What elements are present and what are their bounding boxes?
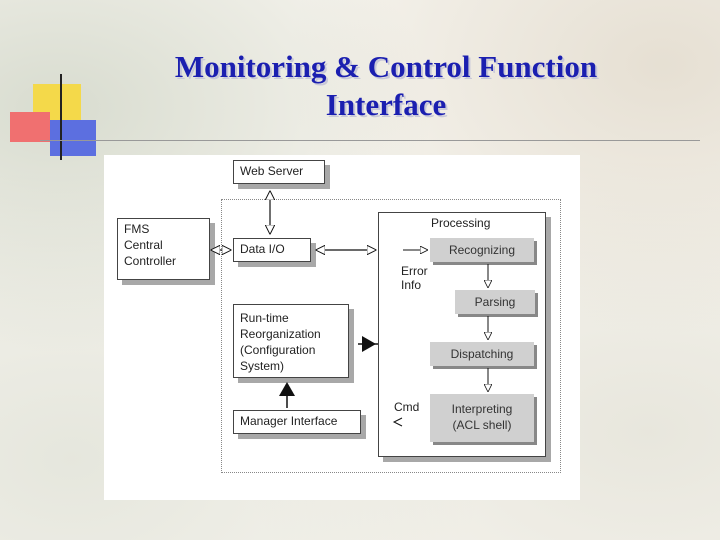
decor-blue-square	[50, 120, 96, 156]
data-io-box: Data I/O	[233, 238, 311, 262]
system-boundary	[221, 199, 561, 473]
decor-vertical-line	[60, 74, 62, 160]
parsing-label: Parsing	[474, 295, 516, 309]
decor-red-square	[10, 112, 50, 142]
error-label-line-2: Info	[401, 278, 422, 292]
dispatching-label: Dispatching	[450, 347, 514, 361]
runtime-label-line-3: (Configuration	[240, 343, 316, 357]
manager-interface-label: Manager Interface	[240, 414, 338, 428]
web-server-label: Web Server	[240, 164, 304, 178]
fms-label-line-2: Central	[124, 238, 163, 252]
fms-controller-box: FMS Central Controller	[117, 218, 210, 280]
error-info-label: Error Info	[401, 264, 428, 292]
interpreting-label-line-1: Interpreting	[451, 402, 513, 416]
runtime-label-line-1: Run-time	[240, 311, 289, 325]
error-label-line-1: Error	[401, 264, 428, 278]
dispatching-step: Dispatching	[430, 342, 534, 366]
runtime-label-line-4: System)	[240, 359, 285, 373]
interpreting-label-line-2: (ACL shell)	[452, 418, 512, 432]
fms-label-line-1: FMS	[124, 222, 150, 236]
title-line-1: Monitoring & Control Function	[174, 49, 598, 84]
title-rule	[40, 140, 700, 141]
web-server-box: Web Server	[233, 160, 325, 184]
parsing-step: Parsing	[455, 290, 535, 314]
slide-title: Monitoring & Control Function Interface	[0, 48, 720, 124]
cmd-label: Cmd	[394, 400, 420, 414]
runtime-reorganization-box: Run-time Reorganization (Configuration S…	[233, 304, 349, 378]
interpreting-step: Interpreting (ACL shell)	[430, 394, 534, 442]
data-io-label: Data I/O	[240, 242, 285, 256]
processing-label: Processing	[431, 216, 491, 230]
recognizing-step: Recognizing	[430, 238, 534, 262]
runtime-label-line-2: Reorganization	[240, 327, 321, 341]
title-line-2: Interface	[325, 87, 447, 122]
recognizing-label: Recognizing	[448, 243, 516, 257]
manager-interface-box: Manager Interface	[233, 410, 361, 434]
fms-label-line-3: Controller	[124, 254, 177, 268]
